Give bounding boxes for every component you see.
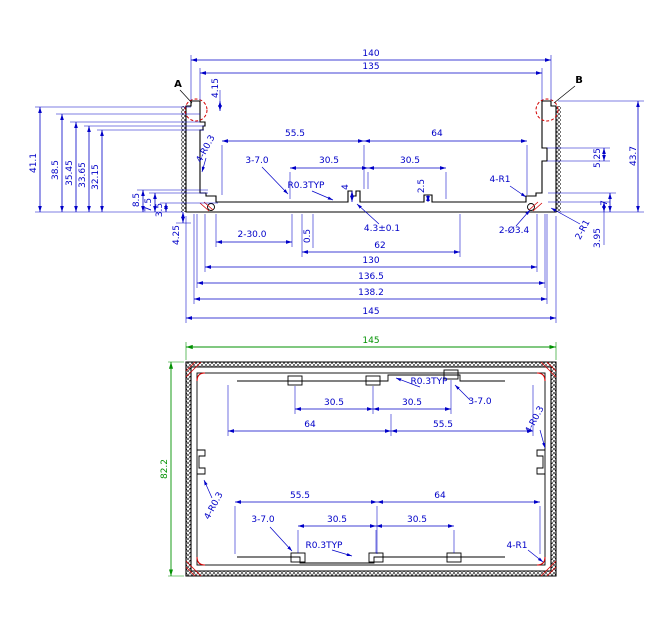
dimension-label: 0.5 [303,229,313,243]
dimension-label: 2-30.0 [237,230,266,240]
overall-height-label: 82.2 [160,459,170,479]
dimension-label: 5.25 [593,148,603,168]
dimension-label: 4.3±0.1 [364,224,400,234]
dimension-label: 4.15 [211,78,221,98]
plan-inner-wall [196,372,546,566]
dimension-label: 135 [362,62,379,72]
dimension-label: 136.5 [358,272,384,282]
section-profile [185,100,557,213]
section-leader-lines [179,85,581,227]
dimension-label: 4-R1 [490,175,511,185]
dimension-label: 30.5 [324,398,344,408]
detail-a-label: A [174,79,182,90]
profile-outline [185,100,557,213]
dimension-label: 7.5 [144,198,154,212]
detail-b-circle [535,98,559,122]
mounting-hole-left [207,203,215,211]
screw-channel-left [197,449,206,475]
dimension-label: R0.3TYP [288,181,326,191]
section-extension-lines [35,55,644,323]
mounting-hole-right [527,203,535,211]
section-detail-marks [184,98,559,212]
dimension-label: 3-7.0 [245,156,269,166]
dimension-label: 38.5 [51,160,61,180]
dimension-label: 30.5 [327,515,347,525]
plan-outer-ring [185,361,557,577]
dimension-label: 55.5 [285,129,305,139]
dimension-label: 7 [600,200,610,206]
dimension-label: 3.5 [155,203,165,217]
dimension-label: 4-R0.3 [524,405,547,436]
dimension-label: 55.5 [290,491,310,501]
detail-a-circle [184,98,208,122]
dimension-label: 32.15 [91,164,101,190]
dimension-label: 64 [434,491,446,501]
dimension-label: R0.3TYP [411,377,449,387]
overall-width-label: 145 [362,336,379,346]
dimension-label: 3.95 [593,228,603,248]
section-knurl-texture [181,106,561,212]
dimension-label: 4-R0.3 [203,491,226,522]
dimension-label: 64 [304,420,316,430]
dimension-label: 30.5 [400,156,420,166]
dimension-label: 41.1 [29,153,39,173]
dimension-label: 64 [431,129,443,139]
plan-extension-lines [227,380,541,554]
dimension-label: 138.2 [358,288,384,298]
dimension-label: 2.5 [417,179,427,193]
detail-a-leader [179,89,193,104]
dimension-label: 4-R0.3 [195,134,218,165]
section-dimension-lines [38,58,640,320]
dimension-label: 145 [362,307,379,317]
dimension-label: 30.5 [402,398,422,408]
plan-leader-lines [203,377,546,563]
dimension-label: 130 [362,256,379,266]
dimension-label: 4-R1 [507,541,528,551]
dimension-label: 62 [374,241,385,251]
screw-channel-right [536,449,545,475]
dimension-label: R0.3TYP [306,541,344,551]
dimension-label: 30.5 [319,156,339,166]
dimension-label: 8.5 [132,193,142,207]
dimension-label: 43.7 [629,146,639,166]
plan-overall-dimensions [168,342,557,577]
dimension-label: 4 [341,184,351,190]
dimension-label: 3-7.0 [251,515,275,525]
dimension-label: 30.5 [407,515,427,525]
corner-hatch-right [528,201,543,212]
dimension-label: 33.65 [78,162,88,188]
corner-hatch-left [199,201,214,212]
dimension-label: 3-7.0 [468,397,492,407]
dimension-label: 4.25 [172,225,182,245]
detail-b-leader [553,85,576,104]
plan-grooves [197,369,545,564]
plan-dimension-lines [228,407,540,528]
dimension-label: 55.5 [433,420,453,430]
dimension-label: 35.45 [65,160,75,186]
detail-b-label: B [575,75,583,86]
dimension-label: 140 [362,49,379,59]
dimension-label: 2-Ø3.4 [499,225,530,236]
plan-corner-details [185,361,557,577]
